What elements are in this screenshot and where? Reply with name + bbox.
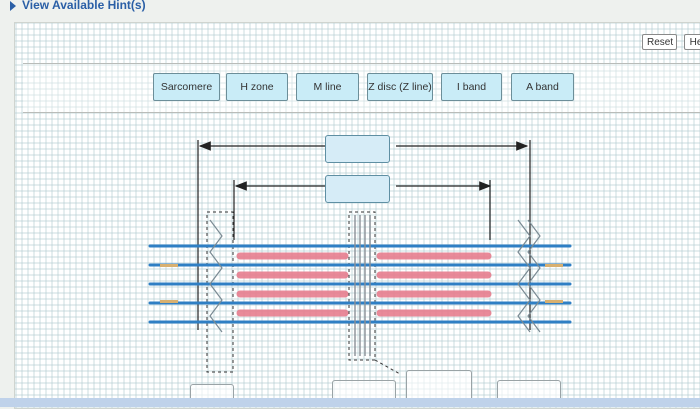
label-chip-i-band[interactable]: I band — [441, 73, 502, 101]
dimension-arrows — [197, 140, 531, 330]
dashed-regions — [206, 211, 401, 375]
z-disc-zigzags — [209, 219, 541, 333]
view-hints-link[interactable]: View Available Hint(s) — [22, 0, 146, 12]
label-bank — [23, 63, 700, 113]
label-chip-a-band[interactable]: A band — [511, 73, 574, 101]
drop-target-1[interactable] — [325, 135, 390, 163]
reset-button[interactable]: Reset — [642, 34, 677, 50]
label-chip-h-zone[interactable]: H zone — [226, 73, 288, 101]
help-button[interactable]: He — [684, 34, 700, 50]
bottom-strip — [0, 398, 700, 407]
m-line-bars — [354, 215, 371, 356]
hint-bar[interactable]: View Available Hint(s) — [0, 0, 700, 14]
caret-right-icon[interactable] — [10, 1, 16, 11]
myosin-filaments — [236, 252, 492, 317]
edge-dots — [160, 264, 563, 303]
label-chip-sarcomere[interactable]: Sarcomere — [153, 73, 220, 101]
label-chip-m-line[interactable]: M line — [296, 73, 359, 101]
drop-target-2[interactable] — [325, 175, 390, 203]
label-chip-z-disc[interactable]: Z disc (Z line) — [367, 73, 433, 101]
